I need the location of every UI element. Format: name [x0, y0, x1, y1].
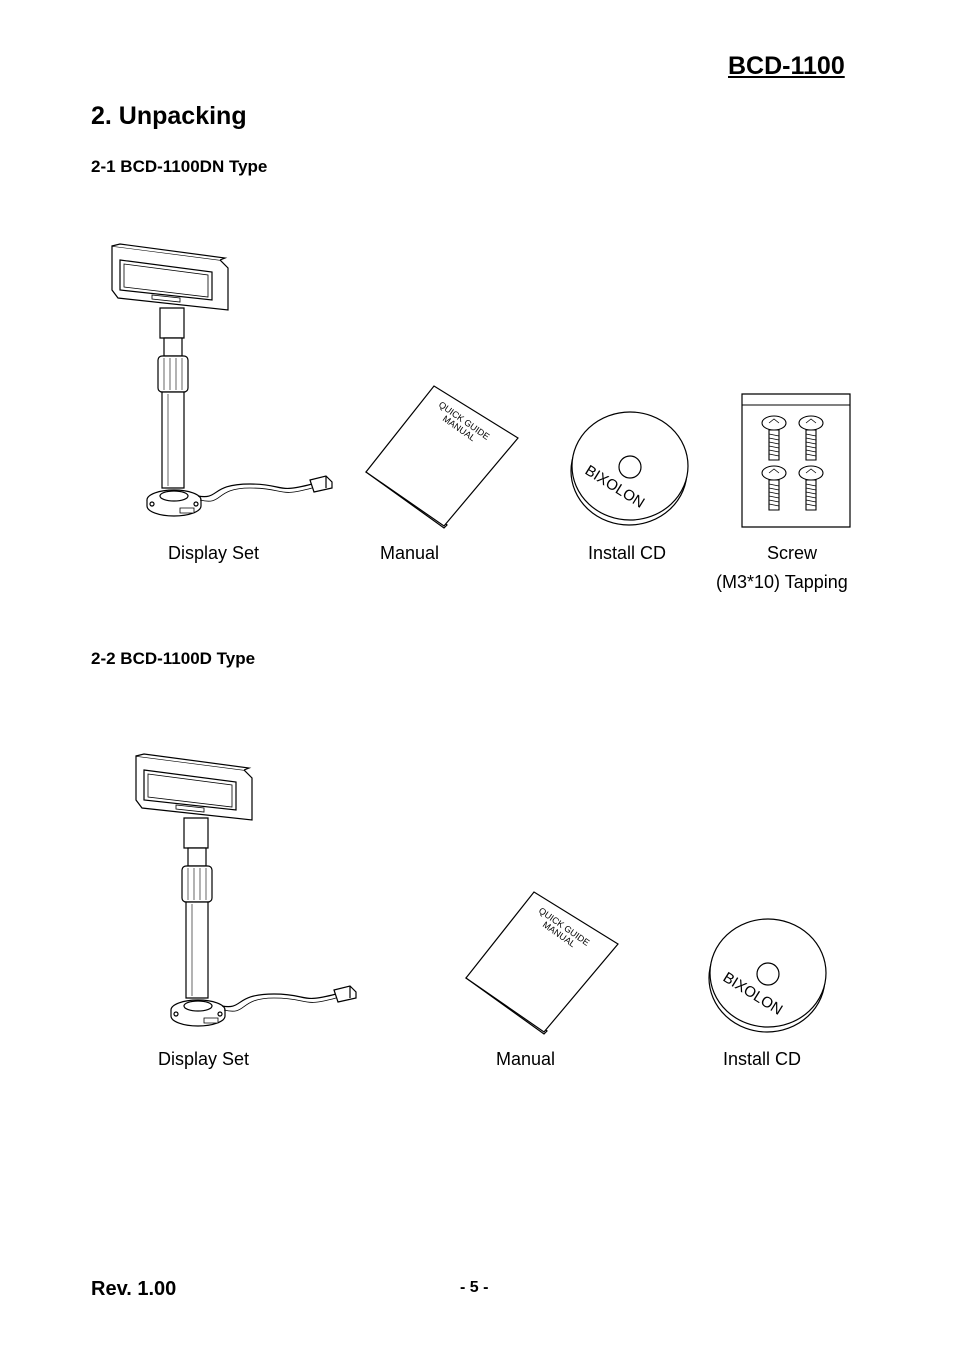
install-cd-illustration: BIXOLON — [568, 407, 692, 529]
install-cd-illustration-2: BIXOLON — [706, 914, 830, 1036]
document-id: BCD-1100 — [728, 52, 845, 80]
caption-screw: Screw — [767, 543, 818, 563]
screw-icons — [762, 416, 823, 510]
screw-bag-illustration — [741, 393, 852, 529]
subsection-title-dn: 2-1 BCD-1100DN Type — [91, 157, 268, 176]
display-set-illustration — [100, 238, 350, 523]
subsection-title-d: 2-2 BCD-1100D Type — [91, 649, 256, 668]
caption-manual: Manual — [380, 543, 440, 563]
caption-install-cd-2: Install CD — [723, 1049, 802, 1069]
display-set-illustration-2 — [124, 748, 374, 1033]
revision-label: Rev. 1.00 — [91, 1278, 177, 1300]
manual-illustration: QUICK GUIDE MANUAL — [360, 380, 526, 530]
section-title: 2. Unpacking — [91, 102, 247, 130]
caption-display-set-2: Display Set — [158, 1049, 250, 1069]
caption-manual-2: Manual — [496, 1049, 556, 1069]
page-number: - 5 - — [460, 1279, 489, 1296]
caption-screw-spec: (M3*10) Tapping — [716, 572, 848, 592]
manual-illustration-2: QUICK GUIDE MANUAL — [460, 886, 626, 1036]
caption-display-set: Display Set — [168, 543, 260, 563]
caption-install-cd: Install CD — [588, 543, 667, 563]
